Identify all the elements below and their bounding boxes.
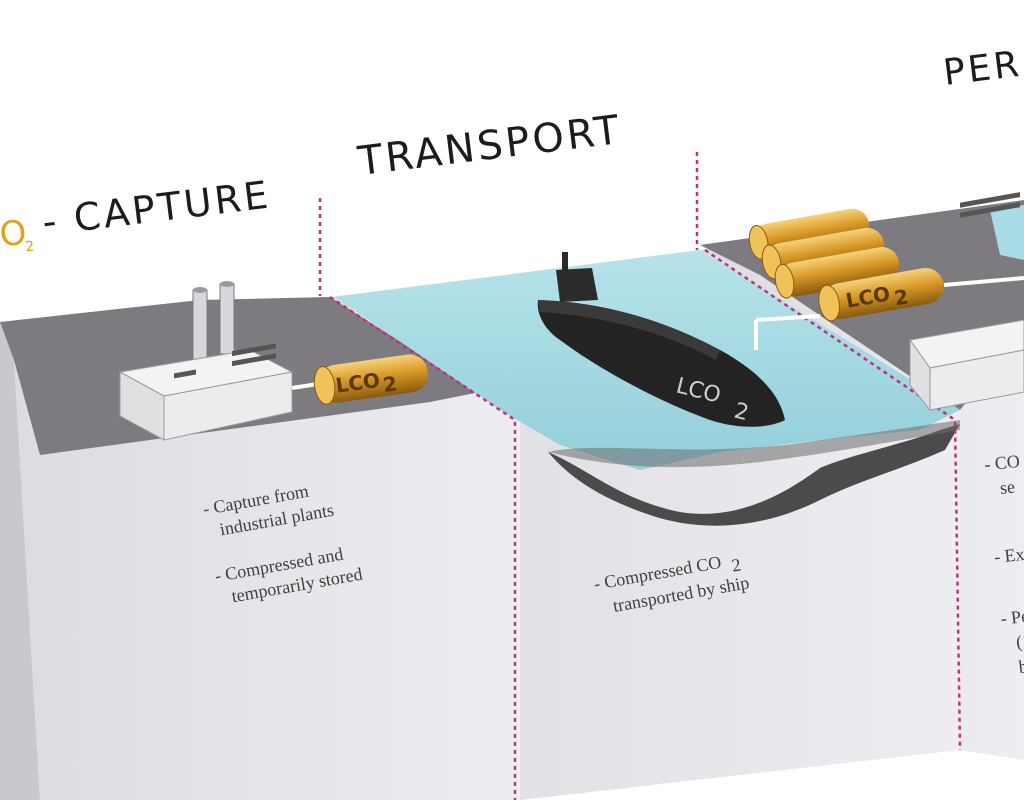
svg-text:2: 2 <box>381 371 398 397</box>
svg-text:2: 2 <box>892 284 910 310</box>
capture-lco2-tank: LCO 2 <box>313 354 428 405</box>
svg-text:be: be <box>1018 655 1024 677</box>
divider-lines <box>318 152 962 800</box>
lco2-ship: LCO 2 <box>537 252 821 427</box>
svg-text:- Ex: - Ex <box>993 544 1024 567</box>
capture-plant <box>118 281 319 441</box>
heading-capture: O 2 - CAPTURE <box>0 172 273 255</box>
svg-text:O: O <box>0 212 32 255</box>
heading-permanent: PER <box>941 44 1024 94</box>
svg-text:(1: (1 <box>1015 631 1024 653</box>
storage-water <box>990 205 1024 260</box>
svg-text:- Pe: - Pe <box>1000 606 1024 629</box>
svg-text:se: se <box>999 477 1016 498</box>
svg-text:- CAPTURE: - CAPTURE <box>40 172 273 244</box>
heading-transport: TRANSPORT <box>355 107 625 185</box>
seabed <box>548 424 960 526</box>
storage-lco2-tanks: LCO 2 <box>748 208 1024 322</box>
svg-text:2: 2 <box>730 554 742 575</box>
svg-text:- CO: - CO <box>983 451 1020 475</box>
svg-text:2: 2 <box>25 238 39 255</box>
svg-text:2: 2 <box>732 399 752 427</box>
storage-plant <box>909 192 1024 412</box>
storage-notes: - CO se - Ex - Pe (1 be <box>983 451 1024 677</box>
